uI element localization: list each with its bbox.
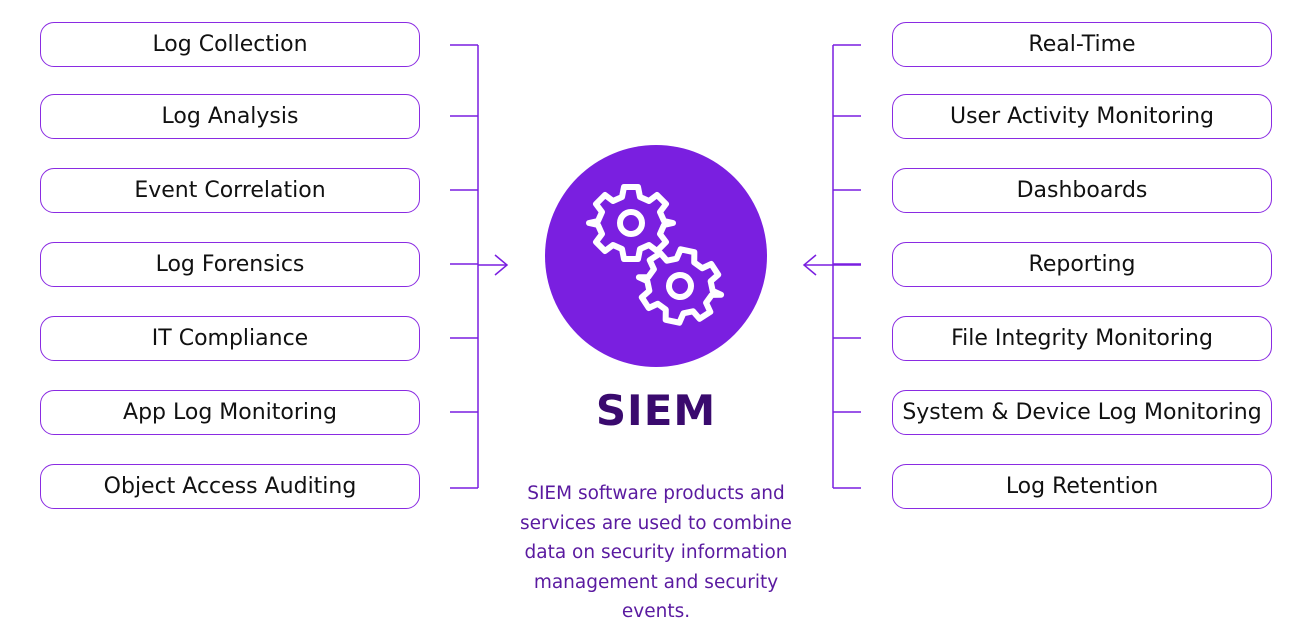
hub-description: SIEM software products and services are … bbox=[520, 483, 792, 622]
right-feature-pill: Dashboards bbox=[892, 168, 1272, 213]
right-feature-pill: Reporting bbox=[892, 242, 1272, 287]
left-feature-pill: Log Analysis bbox=[40, 94, 420, 139]
left-feature-pill: IT Compliance bbox=[40, 316, 420, 361]
right-feature-pill: Real-Time bbox=[892, 22, 1272, 67]
left-feature-pill: Log Forensics bbox=[40, 242, 420, 287]
right-feature-pill: Log Retention bbox=[892, 464, 1272, 509]
left-feature-pill: Log Collection bbox=[40, 22, 420, 67]
siem-hub-circle bbox=[545, 145, 767, 367]
hub-title: SIEM bbox=[595, 386, 717, 435]
right-feature-pill: File Integrity Monitoring bbox=[892, 316, 1272, 361]
right-arrow-head-icon bbox=[802, 254, 817, 276]
right-feature-pill: System & Device Log Monitoring bbox=[892, 390, 1272, 435]
left-arrow-head-icon bbox=[494, 254, 509, 276]
gears-icon bbox=[586, 184, 725, 326]
left-feature-pill: App Log Monitoring bbox=[40, 390, 420, 435]
left-feature-pill: Event Correlation bbox=[40, 168, 420, 213]
gear-icon bbox=[586, 184, 676, 262]
gear-icon bbox=[635, 246, 725, 326]
right-feature-pill: User Activity Monitoring bbox=[892, 94, 1272, 139]
left-feature-pill: Object Access Auditing bbox=[40, 464, 420, 509]
